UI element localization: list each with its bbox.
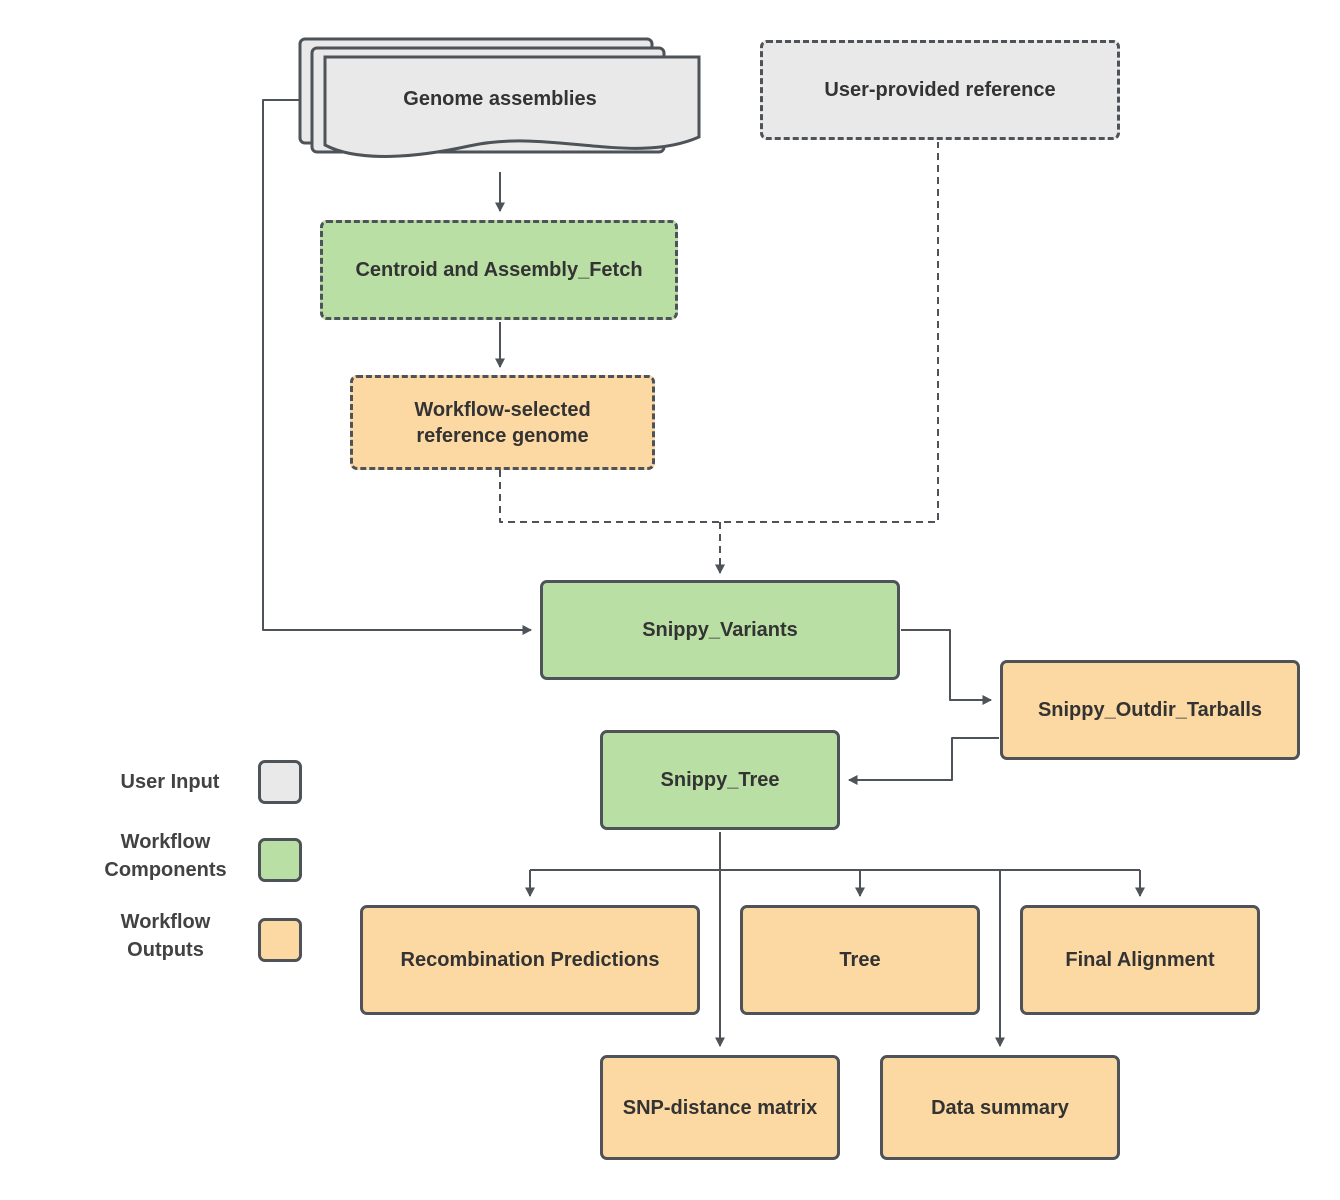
edge-variants-to-tarballs: [901, 629, 992, 705]
edge-assemblies-to-variants: [262, 99, 532, 635]
node-user-provided-reference: User-provided reference: [760, 40, 1120, 140]
node-snippy-variants: Snippy_Variants: [540, 580, 900, 680]
legend-swatch-user-input: [258, 760, 302, 804]
document-stack-shape: [298, 37, 701, 158]
node-genome-assemblies: Genome assemblies: [403, 88, 597, 110]
legend-label-user-input: User Input: [120, 771, 220, 793]
node-workflow-selected-reference: Workflow-selected reference genome: [350, 375, 655, 470]
legend-label-workflow-outputs: Workflow Outputs: [120, 911, 211, 961]
legend-swatch-workflow-outputs: [258, 918, 302, 962]
node-snippy-tree: Snippy_Tree: [600, 730, 840, 830]
node-snp-distance-matrix: SNP-distance matrix: [600, 1055, 840, 1160]
edge-tarballs-to-tree: [848, 737, 999, 785]
legend-swatch-workflow-components: [258, 838, 302, 882]
node-data-summary: Data summary: [880, 1055, 1120, 1160]
legend-label-workflow-components: Workflow Components: [104, 831, 227, 881]
node-snippy-outdir-tarballs: Snippy_Outdir_Tarballs: [1000, 660, 1300, 760]
node-tree-output: Tree: [740, 905, 980, 1015]
node-final-alignment: Final Alignment: [1020, 905, 1260, 1015]
node-centroid-assembly-fetch: Centroid and Assembly_Fetch: [320, 220, 678, 320]
node-recombination-predictions: Recombination Predictions: [360, 905, 700, 1015]
